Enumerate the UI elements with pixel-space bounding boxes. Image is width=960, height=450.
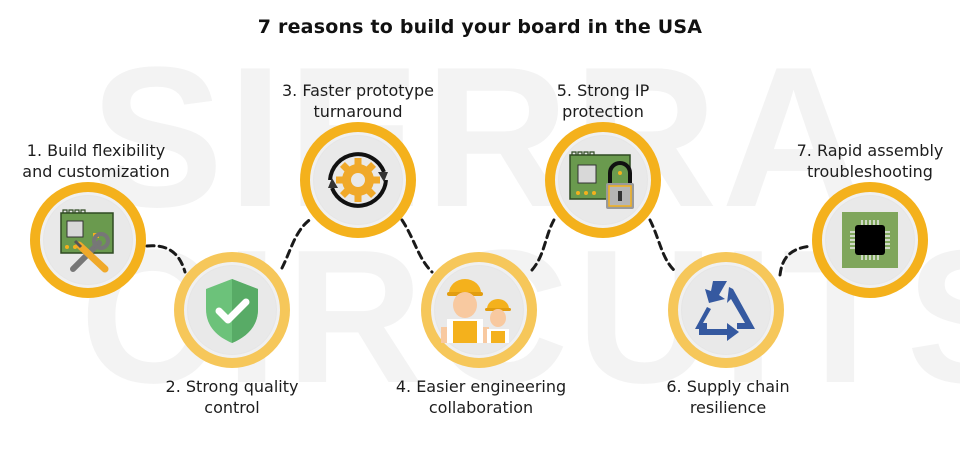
reason-2-circle [174,252,290,368]
reason-1-line1: 1. Build flexibility [26,141,166,160]
reason-6-label: 6. Supply chain resilience [628,376,828,418]
reason-1-circle [30,182,146,298]
shield-check-icon [206,279,258,343]
reason-7-label: 7. Rapid assembly troubleshooting [770,140,960,182]
reason-2-label: 2. Strong quality control [132,376,332,418]
reason-5-line1: 5. Strong IP [556,81,650,100]
reason-3-line2: turnaround [313,102,403,121]
reason-6-circle [668,252,784,368]
reason-7-circle [812,182,928,298]
recycle-arrows-icon [695,281,755,341]
reason-4-line2: collaboration [428,398,534,417]
reason-4-label: 4. Easier engineering collaboration [381,376,581,418]
reason-7-line2: troubleshooting [807,162,933,181]
microchip-icon [842,212,898,268]
engineers-icon [441,279,511,343]
reason-5-circle [545,122,661,238]
reason-7-line1: 7. Rapid assembly [796,141,944,160]
reason-5-line2: protection [562,102,644,121]
reason-2-line1: 2. Strong quality [165,377,299,396]
reason-1-label: 1. Build flexibility and customization [0,140,196,182]
reason-6-line2: resilience [689,398,767,417]
reason-1-line2: and customization [22,162,170,181]
watermark-sierra: SIERRA [90,26,870,249]
pcb-wrench-screwdriver-icon [60,209,114,273]
reason-3-circle [300,122,416,238]
reason-6-line1: 6. Supply chain [666,377,790,396]
pcb-padlock-icon [569,151,634,209]
reason-3-line1: 3. Faster prototype [282,81,434,100]
page-title: 7 reasons to build your board in the USA [257,16,703,38]
gear-cycle-icon [328,152,388,208]
reason-4-circle [421,252,537,368]
reason-2-line2: control [204,398,260,417]
reason-4-line1: 4. Easier engineering [395,377,567,396]
reason-5-label: 5. Strong IP protection [503,80,703,122]
reason-3-label: 3. Faster prototype turnaround [258,80,458,122]
